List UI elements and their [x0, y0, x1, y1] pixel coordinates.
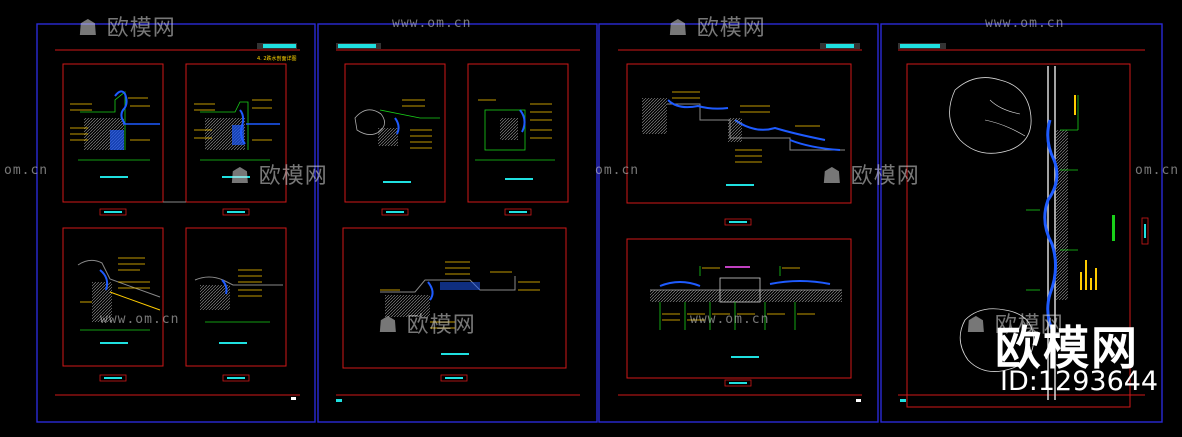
watermark-url: www.om.cn	[690, 312, 770, 327]
detail-captions	[99, 176, 759, 387]
watermark-brand: ☗ 欧模网	[230, 164, 328, 189]
sheet-4-border	[880, 23, 1163, 423]
watermark-url: om.cn	[4, 163, 49, 178]
watermark-url: om.cn	[1135, 163, 1180, 178]
watermark-logo-icon: ☗	[966, 313, 987, 338]
brand-overlay-id: ID:1293644	[1000, 366, 1159, 397]
sheet-footer-lines	[55, 394, 1145, 402]
watermark-url: www.om.cn	[392, 16, 472, 31]
watermark-brand: ☗ 欧模网	[822, 164, 920, 189]
watermark-logo-icon: ☗	[822, 164, 843, 189]
watermark-brand: ☗ 欧模网	[378, 313, 476, 338]
sheet-3-details	[642, 91, 845, 330]
sheet-2-details	[354, 99, 555, 329]
sheet-borders	[36, 23, 1163, 423]
watermark-logo-icon: ☗	[230, 164, 251, 189]
watermark-logo-icon: ☗	[668, 16, 689, 41]
watermark-url: www.om.cn	[985, 16, 1065, 31]
sheet-3-border	[598, 23, 879, 423]
brand-overlay-name: 欧模网	[995, 321, 1139, 375]
watermark-logo-icon: ☗	[78, 16, 99, 41]
watermark-url: om.cn	[595, 163, 640, 178]
watermark-brand: ☗ 欧模网	[668, 16, 766, 41]
watermark-logo-icon: ☗	[378, 313, 399, 338]
sheet-1-border	[36, 23, 316, 423]
watermark-url: www.om.cn	[100, 312, 180, 327]
watermark-brand: ☗ 欧模网	[78, 16, 176, 41]
sheet-2-border	[317, 23, 598, 423]
sheet-4-plan	[949, 66, 1149, 400]
sheet-1-details	[70, 90, 283, 331]
watermark-brand: ☗ 欧模网	[966, 313, 1064, 338]
sheet-title-bars	[55, 43, 1145, 51]
sheet-1-note: 4. 2跌水剖面详图	[257, 56, 297, 62]
detail-frames	[62, 63, 1131, 408]
